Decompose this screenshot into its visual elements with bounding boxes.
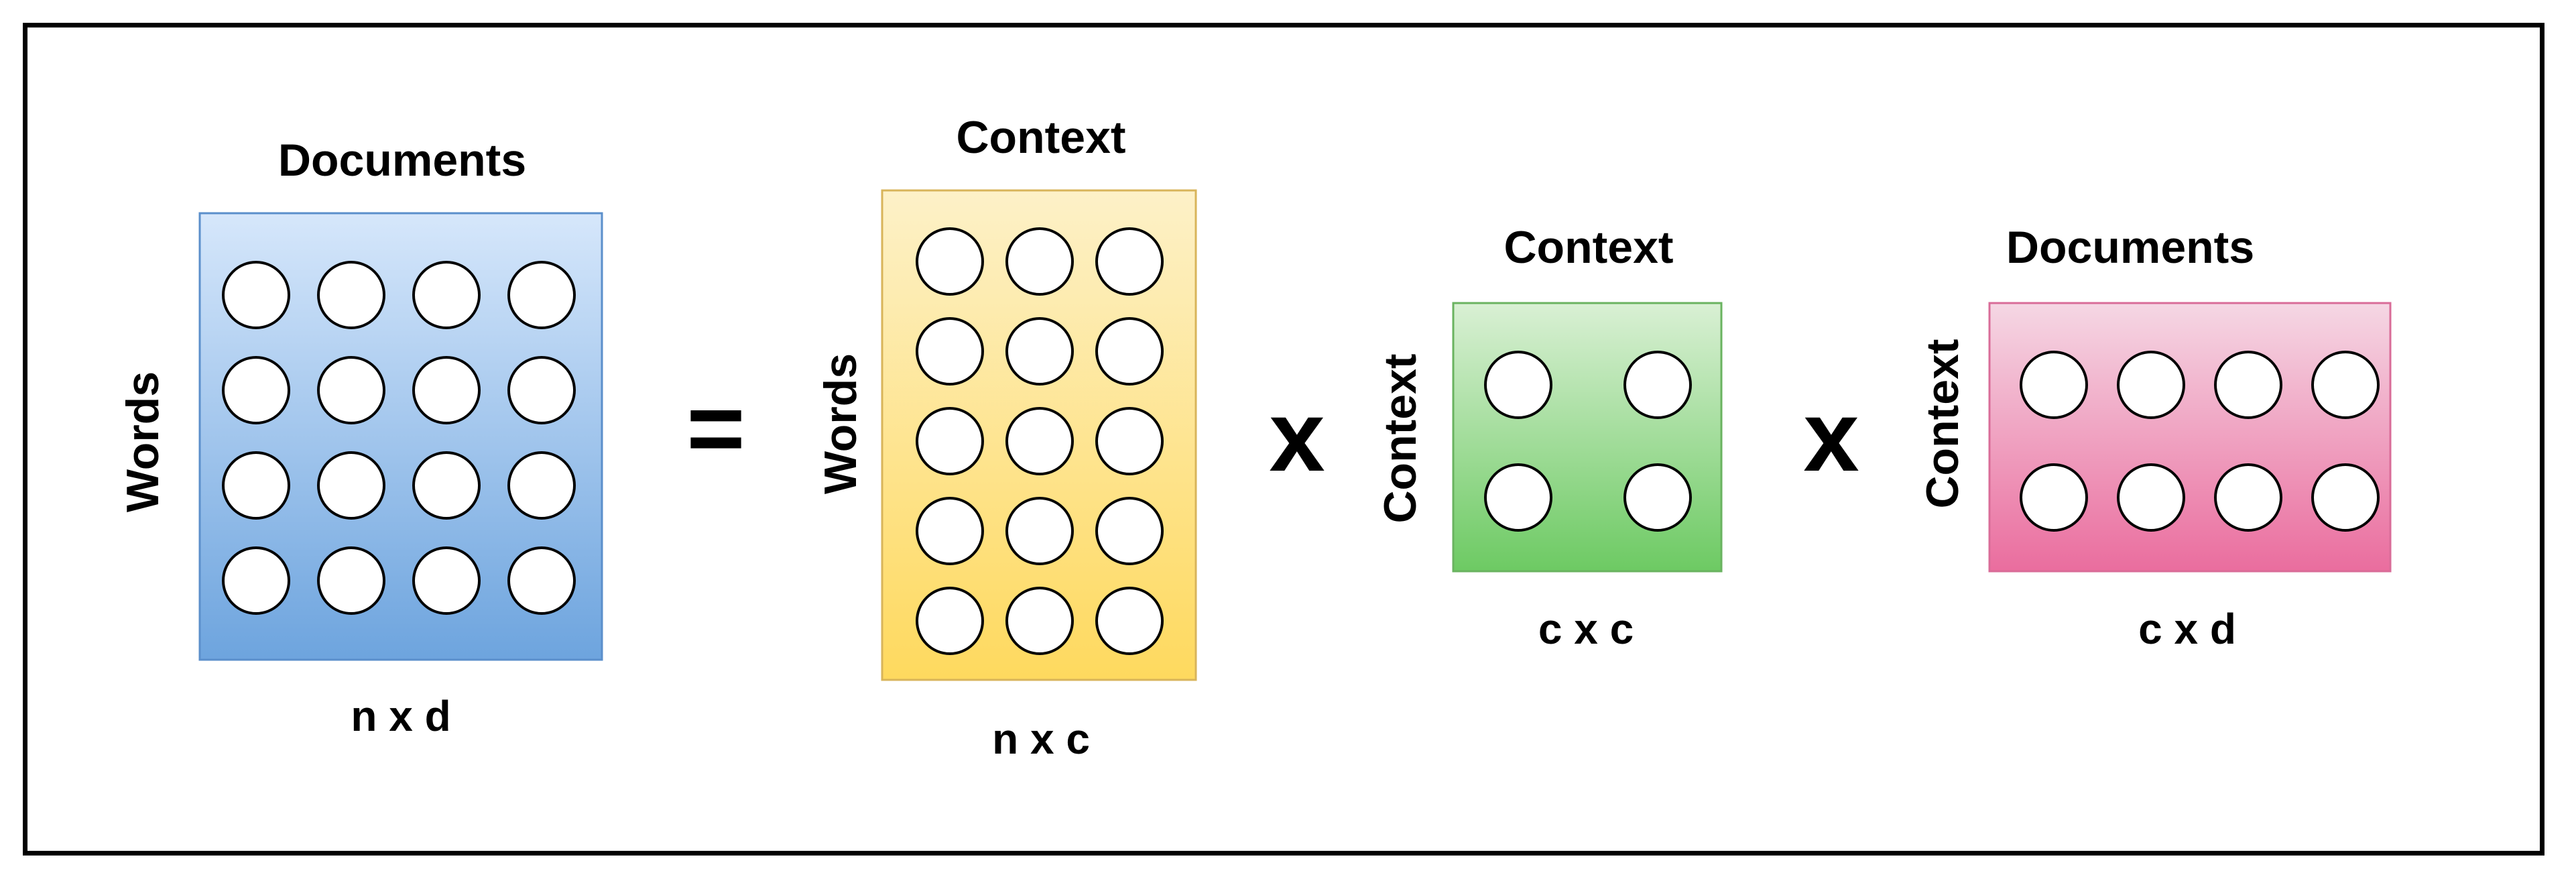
matrix-cell-circle — [1005, 587, 1074, 655]
matrix-context-documents-cells — [2020, 351, 2380, 532]
matrix-context-documents-dims: c x d — [2138, 605, 2236, 653]
matrix-words-documents-cells — [222, 261, 576, 615]
equals-sign: = — [686, 371, 745, 484]
matrix-cell-circle — [1005, 407, 1074, 475]
matrix-cell-circle — [222, 261, 290, 329]
matrix-cell-circle — [2020, 351, 2088, 419]
matrix-words-context: Context Words n x c — [815, 112, 1197, 763]
matrix-cell-circle — [2117, 351, 2185, 419]
matrix-context-context-cells — [1484, 351, 1692, 532]
matrix-cell-circle — [507, 261, 576, 329]
matrix-cell-circle — [507, 356, 576, 424]
matrix-cell-circle — [2311, 463, 2380, 532]
matrix-cell-circle — [317, 261, 385, 329]
matrix-words-context-top-label: Context — [956, 112, 1125, 163]
matrix-cell-circle — [916, 407, 984, 475]
matrix-cell-circle — [1005, 227, 1074, 296]
matrix-cell-circle — [317, 356, 385, 424]
matrix-cell-circle — [1484, 351, 1552, 419]
matrix-context-context-top-label: Context — [1504, 222, 1673, 273]
matrix-cell-circle — [317, 546, 385, 615]
matrix-words-context-dims: n x c — [992, 715, 1090, 763]
matrix-cell-circle — [1095, 317, 1164, 386]
matrix-cell-circle — [2214, 463, 2282, 532]
matrix-context-context-box — [1452, 302, 1723, 573]
matrix-cell-circle — [412, 356, 481, 424]
matrix-cell-circle — [412, 546, 481, 615]
matrix-words-documents: Documents Words n x d — [117, 135, 603, 740]
matrix-words-documents-side-label: Words — [117, 371, 168, 512]
matrix-cell-circle — [412, 261, 481, 329]
matrix-context-documents-top-label: Documents — [2006, 222, 2254, 273]
matrix-cell-circle — [2020, 463, 2088, 532]
matrix-cell-circle — [1005, 317, 1074, 386]
matrix-cell-circle — [916, 497, 984, 565]
matrix-context-context: Context Context c x c — [1375, 222, 1723, 653]
matrix-cell-circle — [1005, 497, 1074, 565]
matrix-cell-circle — [916, 587, 984, 655]
matrix-cell-circle — [222, 451, 290, 520]
matrix-cell-circle — [916, 227, 984, 296]
matrix-cell-circle — [222, 546, 290, 615]
matrix-cell-circle — [412, 451, 481, 520]
matrix-cell-circle — [1095, 227, 1164, 296]
matrix-cell-circle — [317, 451, 385, 520]
matrix-context-documents: Documents Context c x d — [1917, 222, 2392, 653]
matrix-cell-circle — [1095, 587, 1164, 655]
multiply-sign-1: x — [1269, 379, 1325, 492]
matrix-context-documents-side-label: Context — [1917, 339, 1968, 508]
matrix-cell-circle — [916, 317, 984, 386]
matrix-cell-circle — [1623, 351, 1692, 419]
matrix-cell-circle — [2214, 351, 2282, 419]
matrix-cell-circle — [1095, 497, 1164, 565]
matrix-cell-circle — [507, 546, 576, 615]
matrix-cell-circle — [2311, 351, 2380, 419]
multiply-sign-2: x — [1803, 379, 1859, 492]
matrix-cell-circle — [507, 451, 576, 520]
matrix-cell-circle — [1623, 463, 1692, 532]
matrix-cell-circle — [222, 356, 290, 424]
matrix-words-documents-dims: n x d — [351, 692, 450, 740]
matrix-words-context-cells — [916, 227, 1164, 655]
matrix-context-context-dims: c x c — [1538, 605, 1634, 653]
matrix-cell-circle — [1484, 463, 1552, 532]
matrix-context-context-side-label: Context — [1375, 353, 1426, 523]
matrix-cell-circle — [1095, 407, 1164, 475]
matrix-cell-circle — [2117, 463, 2185, 532]
matrix-words-context-side-label: Words — [815, 353, 866, 494]
matrix-words-documents-top-label: Documents — [278, 135, 526, 186]
